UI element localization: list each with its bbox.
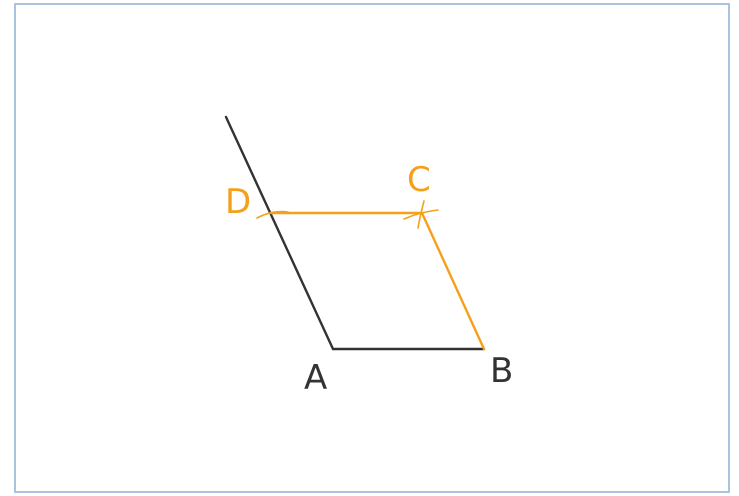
- arc-mark-d: [256, 210, 289, 219]
- label-point-a: A: [304, 358, 327, 398]
- arc-mark-c-vertical: [417, 200, 425, 229]
- segment-bc: [420, 211, 486, 351]
- label-point-b: B: [490, 351, 513, 391]
- diagram-frame: [14, 3, 730, 493]
- label-point-d: D: [225, 182, 251, 222]
- label-point-c: C: [407, 160, 431, 200]
- ray-from-a: [224, 115, 335, 351]
